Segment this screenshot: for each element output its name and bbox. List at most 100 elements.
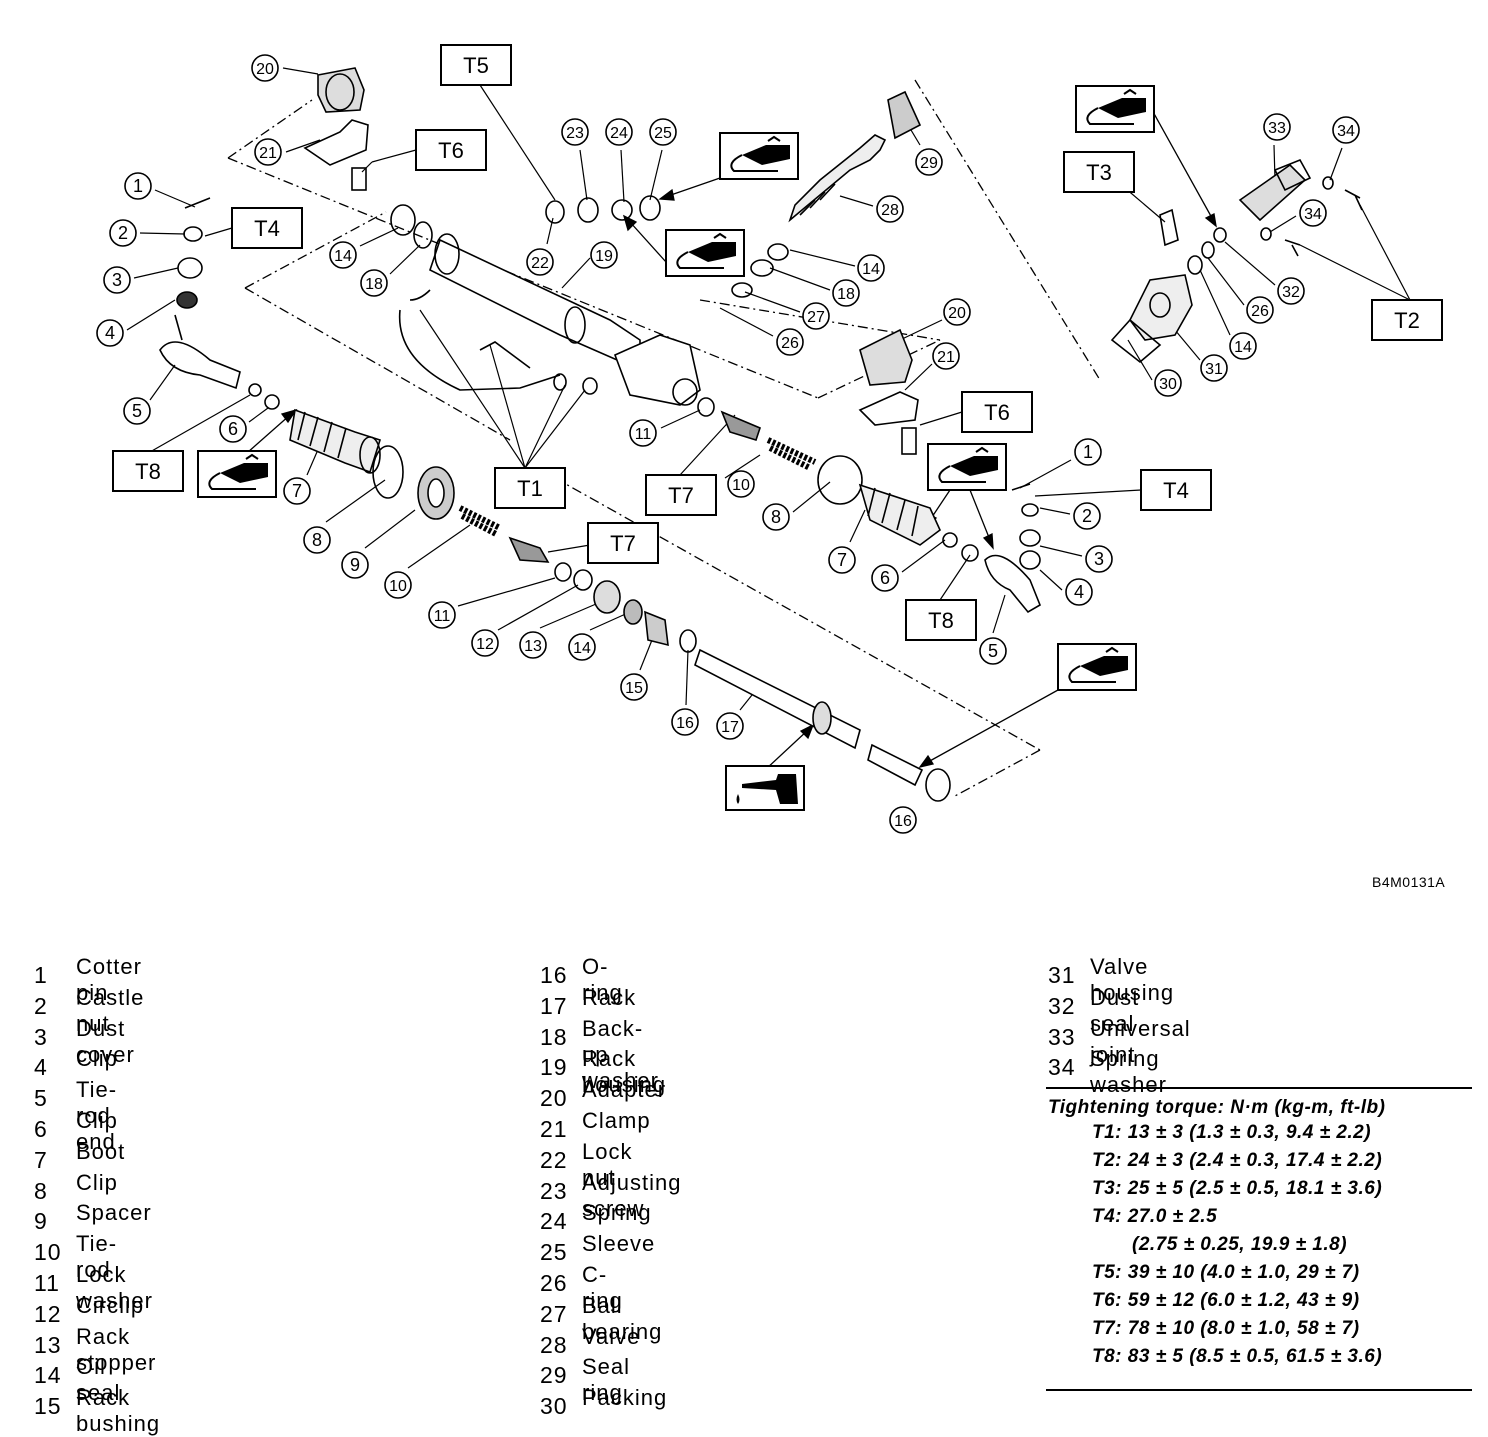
callout-circle [979, 637, 1007, 665]
callout-number: 18 [837, 286, 855, 303]
torque-box-frame [961, 391, 1033, 433]
callout-circle [716, 712, 744, 740]
torque-box-t8: T8 [905, 599, 977, 641]
callout-circle [1332, 116, 1360, 144]
callout-21: 21 [254, 138, 282, 166]
callout-circle [620, 673, 648, 701]
legend-number: 32 [1048, 992, 1076, 1019]
torque-box-frame [494, 467, 566, 509]
callout-circle [876, 195, 904, 223]
callout-number: 7 [292, 481, 302, 501]
legend-number: 22 [540, 1146, 568, 1173]
callout-number: 10 [732, 477, 750, 494]
legend-number: 1 [34, 962, 48, 988]
callout-number: 11 [635, 426, 652, 443]
torque-box-t4: T4 [1140, 469, 1212, 511]
callout-circle [561, 118, 589, 146]
callout-2: 2 [1073, 502, 1101, 530]
legend-number: 16 [540, 962, 568, 988]
callout-number: 19 [595, 248, 613, 265]
callout-number: 7 [837, 550, 847, 570]
callout-32: 32 [1277, 277, 1305, 305]
callout-circle [590, 241, 618, 269]
callout-14: 14 [568, 633, 596, 661]
legend-part-name: Rack housing [582, 1046, 667, 1098]
torque-box-t5: T5 [440, 44, 512, 86]
legend-part-name: Clip [76, 1046, 118, 1072]
callout-number: 13 [524, 638, 542, 655]
callout-number: 17 [721, 719, 739, 736]
callout-number: 11 [434, 608, 451, 625]
callout-circle [1246, 296, 1274, 324]
torque-box-t1: T1 [494, 467, 566, 509]
torque-line: T6: 59 ± 12 (6.0 ± 1.2, 43 ± 9) [1092, 1290, 1360, 1311]
legend-number: 12 [34, 1300, 62, 1327]
torque-box-label: T7 [668, 483, 694, 508]
torque-box-label: T4 [254, 216, 280, 241]
torque-line: T7: 78 ± 10 (8.0 ± 1.0, 58 ± 7) [1092, 1318, 1360, 1339]
torque-box-label: T6 [438, 138, 464, 163]
legend-number: 10 [34, 1239, 62, 1266]
oil-can-icon [725, 765, 805, 811]
legend-number: 23 [540, 1177, 568, 1204]
legend-part-name: Clip [76, 1169, 118, 1195]
callout-number: 6 [880, 568, 890, 588]
legend-number: 25 [540, 1239, 568, 1266]
torque-box-t4: T4 [231, 207, 303, 249]
legend-part-name: Sleeve [582, 1231, 656, 1257]
callout-8: 8 [303, 526, 331, 554]
callout-14: 14 [857, 254, 885, 282]
legend-part-name: Lock washer [76, 1261, 153, 1313]
legend-part-name: Clip [76, 1107, 118, 1133]
callout-circle [428, 601, 456, 629]
callout-circle [103, 266, 131, 294]
torque-box-label: T8 [928, 608, 954, 633]
callout-number: 14 [334, 248, 352, 265]
callout-circle [519, 631, 547, 659]
legend-part-name: Rack [582, 984, 637, 1010]
callout-number: 26 [781, 335, 799, 352]
legend-part-name: Dust seal [1090, 984, 1140, 1036]
torque-box-frame [645, 474, 717, 516]
callout-3: 3 [1085, 545, 1113, 573]
legend-part-name: O-ring [582, 954, 623, 1005]
callout-circle [384, 571, 412, 599]
callout-27: 27 [802, 302, 830, 330]
legend-part-name: Valve [582, 1323, 641, 1349]
callout-18: 18 [832, 279, 860, 307]
grease-icon [1075, 85, 1155, 133]
legend-number: 26 [540, 1269, 568, 1296]
callout-7: 7 [828, 546, 856, 574]
callout-11: 11 [629, 419, 657, 447]
callout-circle [629, 419, 657, 447]
legend-number: 9 [34, 1208, 48, 1235]
callout-circle [109, 219, 137, 247]
legend-part-name: Spacer [76, 1200, 152, 1226]
legend-part-name: Tie-rod [76, 1231, 118, 1283]
callout-number: 20 [948, 305, 966, 322]
legend-number: 3 [34, 1023, 48, 1050]
callout-number: 20 [256, 61, 274, 78]
callout-number: 22 [531, 255, 549, 272]
callout-16: 16 [889, 806, 917, 834]
callout-number: 5 [988, 641, 998, 661]
legend-number: 14 [34, 1362, 62, 1389]
callout-number: 29 [920, 155, 938, 172]
grease-icon [197, 450, 277, 498]
torque-box-frame [1063, 151, 1135, 193]
callout-circle [219, 415, 247, 443]
callout-circle [649, 118, 677, 146]
torque-box-label: T6 [984, 400, 1010, 425]
callout-13: 13 [519, 631, 547, 659]
callout-number: 16 [676, 715, 694, 732]
callout-30: 30 [1154, 369, 1182, 397]
torque-box-t3: T3 [1063, 151, 1135, 193]
callout-number: 3 [1094, 549, 1104, 569]
callout-number: 21 [937, 349, 955, 366]
legend-number: 6 [34, 1115, 48, 1142]
torque-box-frame [440, 44, 512, 86]
torque-box-t6: T6 [961, 391, 1033, 433]
callout-5: 5 [123, 397, 151, 425]
grease-icon [665, 229, 745, 277]
